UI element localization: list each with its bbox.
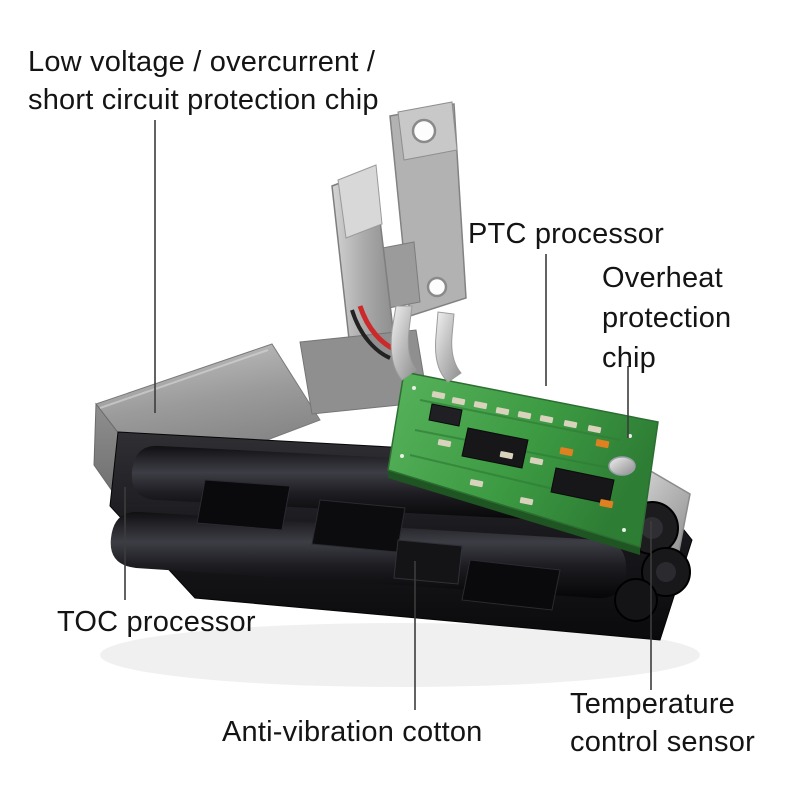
- temperature-sensor: [608, 456, 636, 476]
- circuit-board: [387, 371, 659, 555]
- bracket-arm-cap: [337, 164, 383, 239]
- label-toc-processor: TOC processor: [57, 606, 256, 638]
- small-ic: [428, 403, 463, 427]
- screw-hole-lower: [426, 276, 448, 298]
- ground-shadow: [100, 623, 700, 687]
- cell-frame-2: [311, 499, 406, 553]
- label-anti-vibration-cotton: Anti-vibration cotton: [222, 716, 483, 748]
- label-overheat-protection-chip: Overheat protection chip: [602, 262, 732, 375]
- label-low-voltage-protection-chip: Low voltage / overcurrent / short circui…: [28, 46, 379, 116]
- black-wire: [350, 309, 391, 360]
- label-ptc-processor: PTC processor: [468, 218, 664, 250]
- screw-hole-top: [411, 118, 437, 144]
- label-temperature-control-sensor: Temperature control sensor: [570, 688, 755, 758]
- leader-lines: [124, 120, 652, 710]
- cell-frame-1: [196, 479, 291, 531]
- spring-contacts: [390, 305, 462, 383]
- anti-vibration-pad: [393, 539, 463, 585]
- smd-components: [431, 391, 614, 509]
- cell-frame-3: [461, 559, 561, 611]
